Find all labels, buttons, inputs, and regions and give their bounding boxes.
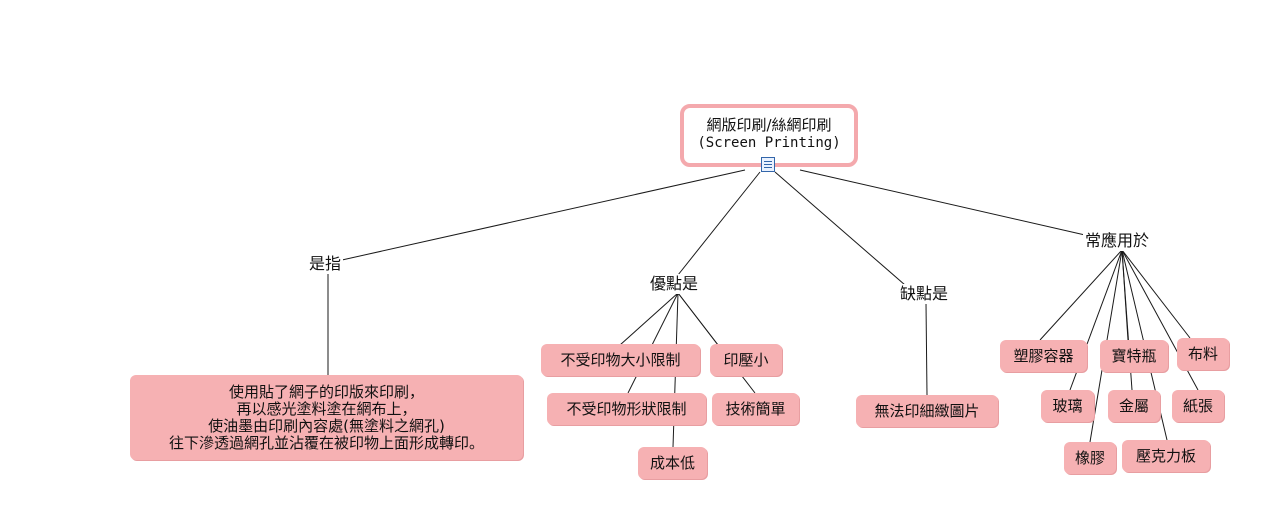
application-node[interactable]: 玻璃 xyxy=(1041,390,1094,422)
link-label-advantages: 優點是 xyxy=(648,274,701,294)
application-node[interactable]: 壓克力板 xyxy=(1122,440,1210,472)
root-subtitle: (Screen Printing) xyxy=(697,135,841,151)
connector-app-7 xyxy=(1121,249,1191,339)
application-node[interactable]: 寶特瓶 xyxy=(1100,340,1168,372)
link-label-definition: 是指 xyxy=(307,254,344,274)
connector-disadv-1 xyxy=(925,302,928,396)
advantage-node[interactable]: 不受印物形狀限制 xyxy=(547,393,706,425)
advantage-node[interactable]: 技術簡單 xyxy=(712,393,799,425)
application-node[interactable]: 塑膠容器 xyxy=(1000,340,1087,372)
connector-app-1 xyxy=(1039,249,1123,341)
advantage-node[interactable]: 不受印物大小限制 xyxy=(541,344,700,376)
connector-root-advantages xyxy=(677,171,761,276)
definition-line: 往下滲透過網孔並沾覆在被印物上面形成轉印。 xyxy=(168,433,484,452)
connector-root-applications xyxy=(799,169,1086,236)
connector-adv-1 xyxy=(619,292,679,346)
root-title: 網版印刷/絲網印刷 xyxy=(706,116,832,134)
definition-line: 使用貼了網子的印版來印刷， xyxy=(228,382,424,401)
disadvantage-node[interactable]: 無法印細緻圖片 xyxy=(856,395,998,427)
link-label-applications: 常應用於 xyxy=(1083,231,1152,251)
application-node[interactable]: 橡膠 xyxy=(1064,442,1116,474)
connector-root-definition xyxy=(332,169,746,263)
application-node[interactable]: 布料 xyxy=(1177,338,1229,370)
definition-line: 使油墨由印刷內容處(無塗料之網孔) xyxy=(208,416,445,435)
connector-adv-2 xyxy=(627,292,679,394)
document-icon[interactable] xyxy=(761,157,775,172)
application-node[interactable]: 金屬 xyxy=(1108,390,1160,422)
application-node[interactable]: 紙張 xyxy=(1172,390,1224,422)
definition-line: 再以感光塗料塗在網布上， xyxy=(236,399,417,418)
link-label-disadvantages: 缺點是 xyxy=(898,284,951,304)
advantage-node[interactable]: 印壓小 xyxy=(710,344,782,376)
definition-node[interactable]: 使用貼了網子的印版來印刷， 再以感光塗料塗在網布上， 使油墨由印刷內容處(無塗料… xyxy=(130,375,523,460)
connector-adv-5 xyxy=(677,292,756,394)
advantage-node[interactable]: 成本低 xyxy=(638,447,707,479)
connector-root-disadvantages xyxy=(774,171,906,286)
